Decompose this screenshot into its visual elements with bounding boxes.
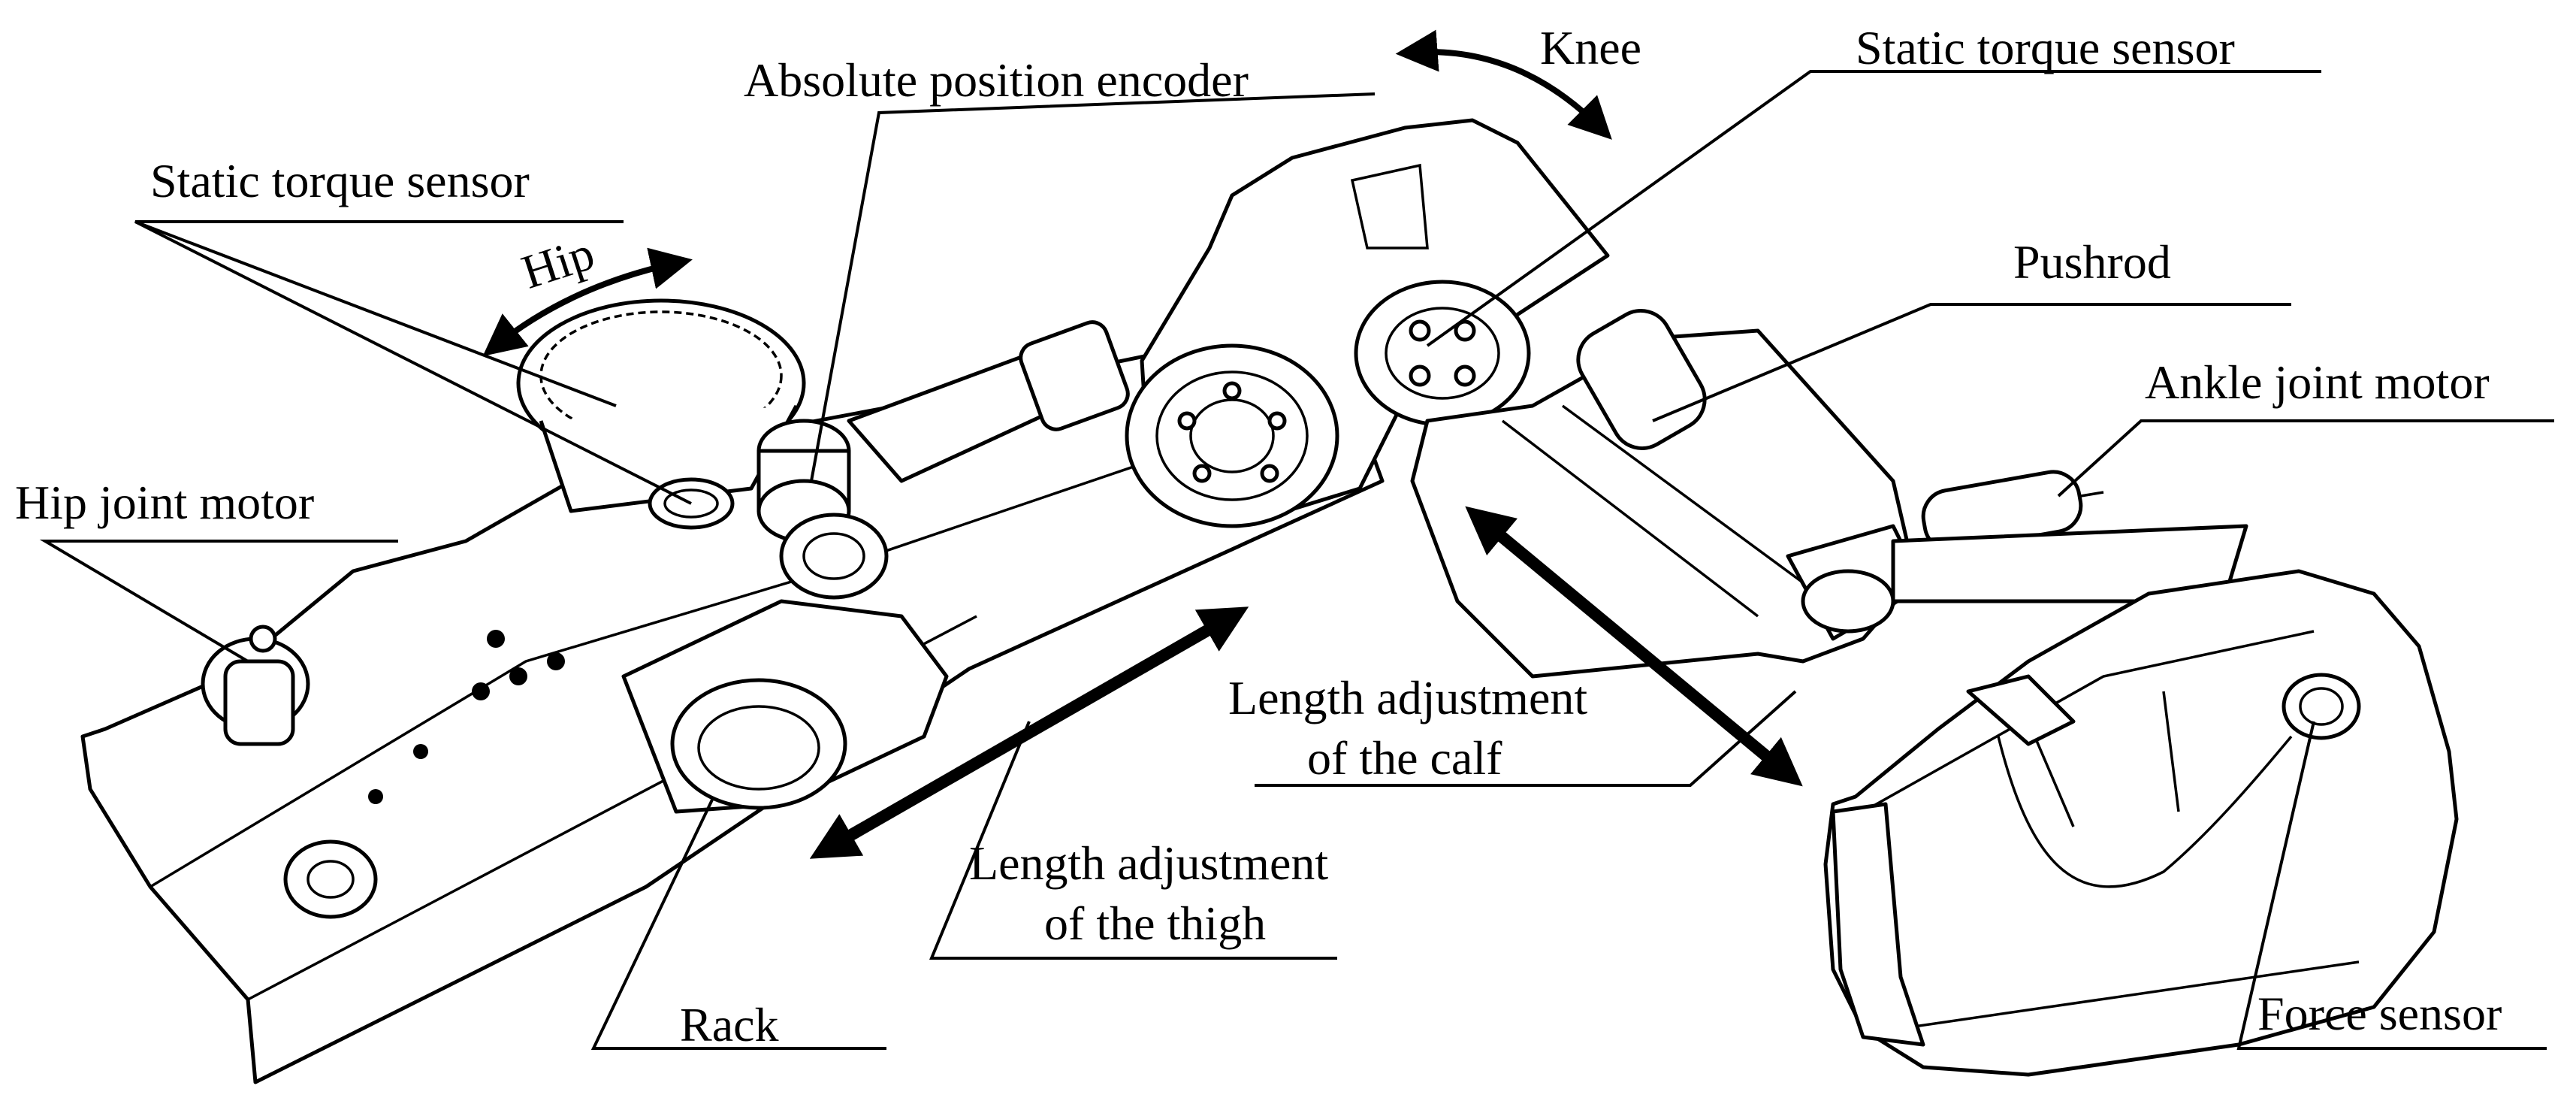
calf-length-arrow bbox=[1465, 506, 1803, 787]
label-static-torque-sensor-hip: Static torque sensor bbox=[150, 154, 530, 207]
label-knee: Knee bbox=[1540, 21, 1641, 74]
label-ankle-joint-motor: Ankle joint motor bbox=[2145, 355, 2490, 409]
knee-rotation-arrow bbox=[1395, 29, 1612, 140]
label-rack: Rack bbox=[680, 998, 779, 1051]
leader-lines bbox=[39, 70, 2554, 1050]
knee-torque-sensor bbox=[1354, 280, 1531, 427]
hip-joint-motor bbox=[201, 625, 310, 746]
label-pushrod: Pushrod bbox=[2013, 235, 2171, 289]
label-length-adjustment-thigh-1: Length adjustment bbox=[969, 836, 1328, 890]
thigh-length-arrow bbox=[809, 606, 1249, 859]
label-hip-joint-motor: Hip joint motor bbox=[15, 476, 314, 529]
label-static-torque-sensor-knee: Static torque sensor bbox=[1856, 21, 2235, 74]
label-length-adjustment-thigh-2: of the thigh bbox=[1044, 897, 1266, 950]
foot-assembly bbox=[1823, 470, 2459, 1077]
label-absolute-position-encoder: Absolute position encoder bbox=[744, 53, 1249, 107]
force-sensor bbox=[2282, 673, 2361, 740]
knee-gear bbox=[1125, 343, 1339, 528]
label-length-adjustment-calf-2: of the calf bbox=[1307, 731, 1502, 785]
knee-assembly bbox=[1125, 118, 1610, 528]
hip-rotation-arrow bbox=[482, 247, 693, 356]
label-length-adjustment-calf-1: Length adjustment bbox=[1228, 671, 1587, 724]
encoder-stack bbox=[756, 419, 851, 543]
label-force-sensor: Force sensor bbox=[2257, 987, 2502, 1040]
